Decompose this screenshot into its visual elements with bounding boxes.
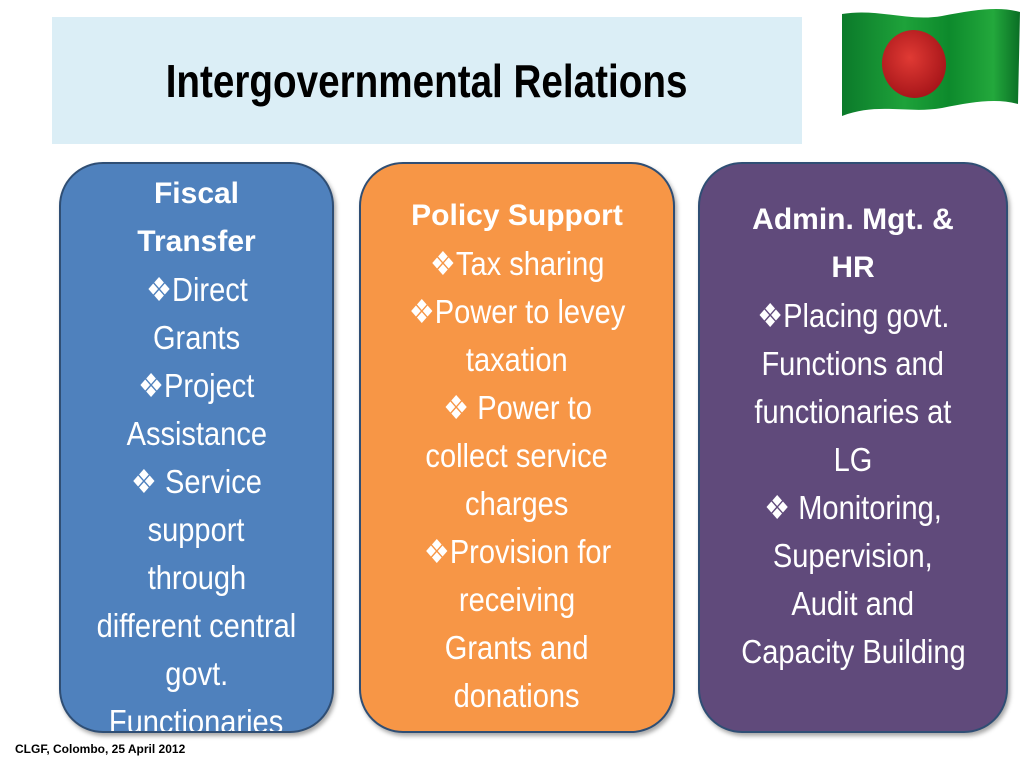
- policy-line: charges: [465, 485, 569, 522]
- policy-support-box: Policy Support ❖Tax sharing ❖Power to le…: [359, 162, 675, 733]
- policy-line: ❖Tax sharing: [429, 245, 605, 282]
- slide-title: Intergovernmental Relations: [166, 54, 688, 107]
- policy-line: ❖Power to levey: [408, 293, 626, 330]
- admin-mgt-hr-box: Admin. Mgt. & HR ❖Placing govt. Function…: [698, 162, 1008, 733]
- admin-heading-line-1: Admin. Mgt. &: [752, 203, 954, 236]
- fiscal-line: govt.: [165, 655, 228, 692]
- fiscal-heading-line-2: Transfer: [137, 225, 256, 258]
- fiscal-line: Grants: [152, 319, 241, 356]
- policy-line: ❖ Power to: [442, 389, 592, 426]
- policy-heading: Policy Support: [411, 199, 623, 232]
- fiscal-line: through: [147, 559, 246, 596]
- admin-line: Functions and: [761, 345, 945, 382]
- fiscal-line: Assistance: [126, 415, 267, 452]
- admin-heading: Admin. Mgt. & HR: [700, 196, 1006, 292]
- admin-line: ❖ Monitoring,: [764, 489, 942, 526]
- policy-line: donations: [454, 677, 580, 714]
- admin-line: Supervision,: [773, 537, 933, 574]
- admin-heading-line-2: HR: [831, 251, 875, 284]
- admin-line: ❖Placing govt.: [756, 297, 950, 334]
- admin-line: LG: [833, 441, 873, 478]
- fiscal-transfer-box: Fiscal Transfer ❖Direct Grants ❖Project …: [59, 162, 334, 733]
- fiscal-line: ❖ Service: [131, 463, 262, 500]
- title-bar: Intergovernmental Relations: [52, 17, 802, 144]
- admin-line: functionaries at: [754, 393, 952, 430]
- policy-line: receiving: [458, 581, 576, 618]
- admin-line: Capacity Building: [740, 633, 966, 670]
- fiscal-heading-line-1: Fiscal: [153, 177, 240, 210]
- policy-line: Grants and: [445, 629, 589, 666]
- fiscal-line: different central: [96, 607, 297, 644]
- admin-list: ❖Placing govt. Functions and functionari…: [700, 292, 1006, 676]
- fiscal-line: ❖Direct: [145, 271, 248, 308]
- policy-line: collect service: [425, 437, 609, 474]
- bangladesh-flag-icon: [842, 9, 1020, 116]
- fiscal-line: Functionaries: [109, 703, 284, 733]
- policy-line: taxation: [466, 341, 568, 378]
- policy-list: ❖Tax sharing ❖Power to levey taxation ❖ …: [361, 240, 673, 720]
- fiscal-list: ❖Direct Grants ❖Project Assistance ❖ Ser…: [61, 266, 332, 733]
- fiscal-line: support: [148, 511, 245, 548]
- admin-line: Audit and: [791, 585, 915, 622]
- footer-credit: CLGF, Colombo, 25 April 2012: [15, 742, 186, 756]
- policy-line: ❖Provision for: [423, 533, 611, 570]
- fiscal-line: ❖Project: [138, 367, 255, 404]
- fiscal-heading: Fiscal Transfer: [61, 170, 332, 266]
